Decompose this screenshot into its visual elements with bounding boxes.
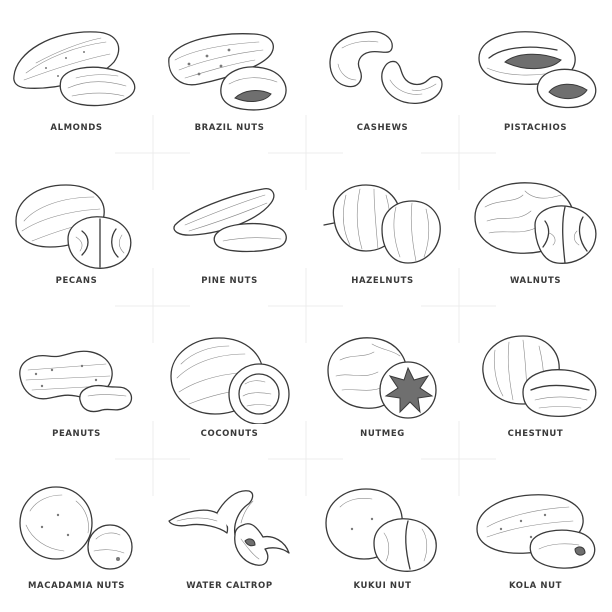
macadamia-nut-icon — [19, 486, 133, 570]
pecan-icon — [15, 184, 132, 269]
cell-pine-nuts: PINE NUTS — [153, 153, 306, 306]
nut-label: HAZELNUTS — [351, 276, 414, 286]
cell-hazelnuts: HAZELNUTS — [306, 153, 459, 306]
cell-almonds: ALMONDS — [0, 0, 153, 153]
nutmeg-icon — [327, 337, 437, 419]
cell-water-caltrop: WATER CALTROP — [153, 459, 306, 612]
brazil-nut-icon — [168, 33, 287, 111]
nut-label: WALNUTS — [509, 276, 562, 286]
peanut-icon — [19, 350, 133, 413]
nut-label: COCONUTS — [200, 429, 259, 439]
nut-label: NUTMEG — [360, 429, 405, 439]
kola-nut-icon — [476, 494, 596, 569]
walnut-icon — [474, 182, 597, 264]
nut-label: CASHEWS — [356, 123, 409, 133]
cell-nutmeg: NUTMEG — [306, 306, 459, 459]
pine-nut-icon — [173, 188, 287, 253]
nut-label: PISTACHIOS — [503, 123, 568, 133]
chestnut-icon — [482, 335, 597, 418]
cell-peanuts: PEANUTS — [0, 306, 153, 459]
cell-kola-nut: KOLA NUT — [459, 459, 612, 612]
nut-label: KUKUI NUT — [353, 581, 412, 591]
pistachio-icon — [478, 31, 597, 109]
cell-kukui-nut: KUKUI NUT — [306, 459, 459, 612]
coconut-icon — [170, 337, 290, 424]
nut-label: CHESTNUT — [507, 429, 564, 439]
cashew-icon — [329, 31, 443, 104]
almond-icon — [13, 31, 136, 107]
nut-label: PEANUTS — [52, 429, 101, 439]
nut-label: BRAZIL NUTS — [194, 123, 265, 133]
kukui-nut-icon — [325, 488, 437, 572]
cell-coconuts: COCONUTS — [153, 306, 306, 459]
nut-label: WATER CALTROP — [186, 581, 273, 591]
nut-label: PINE NUTS — [201, 276, 258, 286]
hazelnut-icon — [323, 184, 441, 264]
cell-macadamia-nuts: MACADAMIA NUTS — [0, 459, 153, 612]
nut-label: MACADAMIA NUTS — [28, 581, 125, 591]
water-caltrop-icon — [168, 490, 290, 566]
cell-cashews: CASHEWS — [306, 0, 459, 153]
cell-pecans: PECANS — [0, 153, 153, 306]
cell-pistachios: PISTACHIOS — [459, 0, 612, 153]
cell-walnuts: WALNUTS — [459, 153, 612, 306]
cell-chestnut: CHESTNUT — [459, 306, 612, 459]
cell-brazil-nuts: BRAZIL NUTS — [153, 0, 306, 153]
nut-label: ALMONDS — [50, 123, 103, 133]
nut-label: PECANS — [55, 276, 98, 286]
nut-label: KOLA NUT — [509, 581, 562, 591]
